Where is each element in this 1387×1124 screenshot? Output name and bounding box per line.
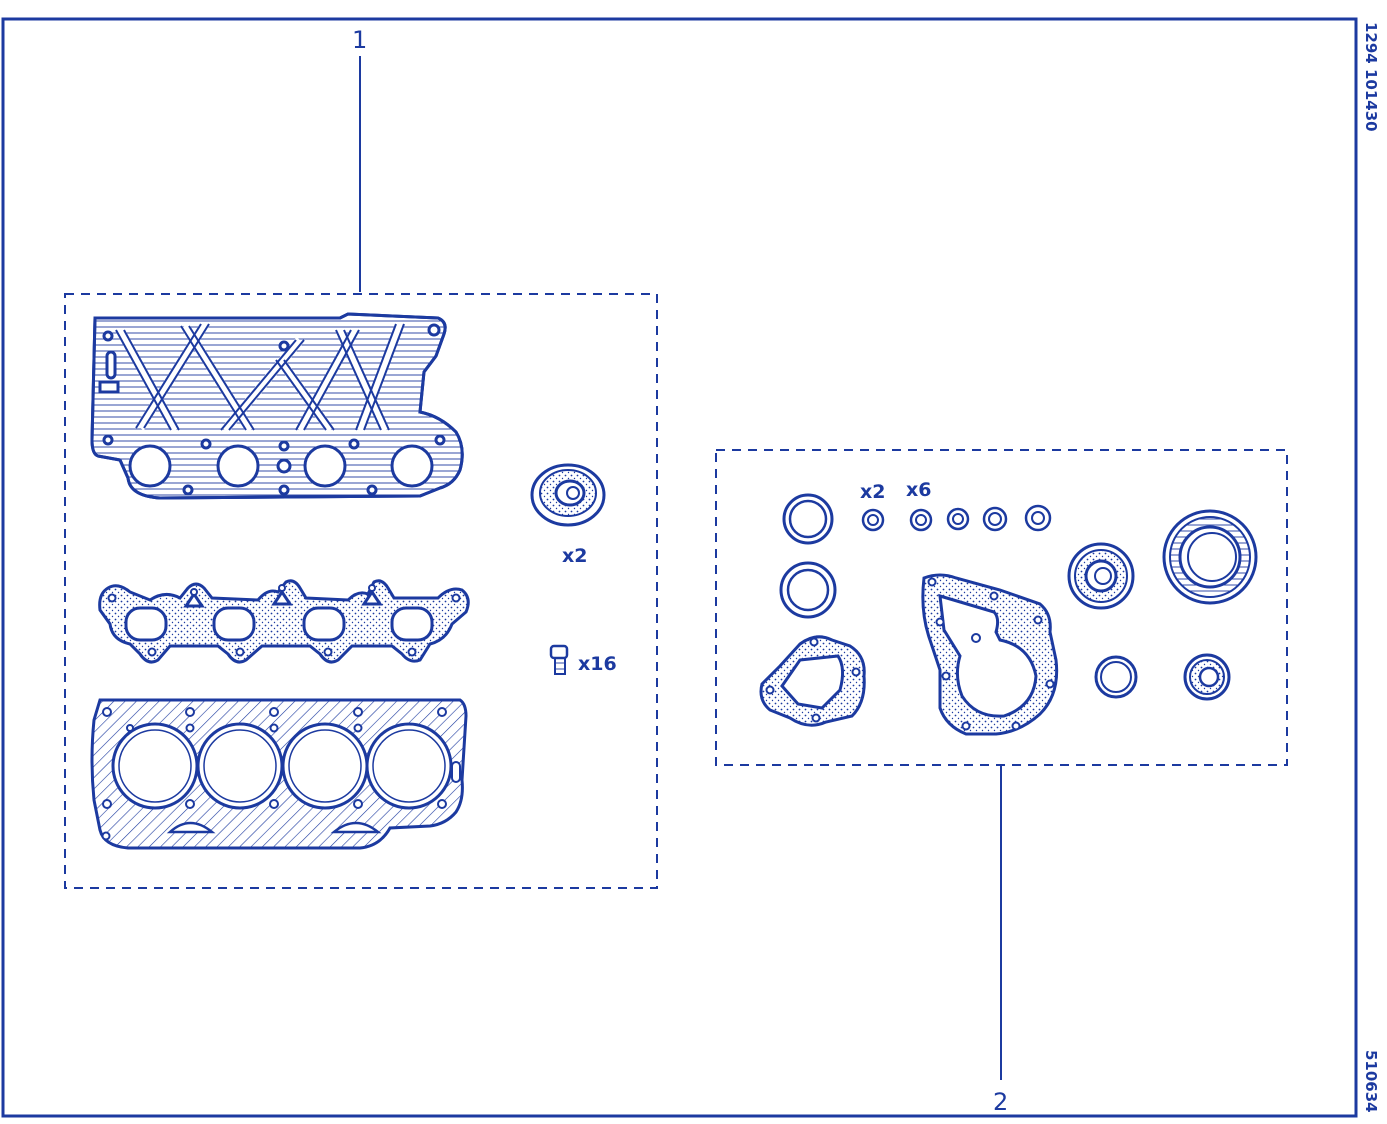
top-reference-number: 1294 101430 [1362,22,1380,132]
valve-stem-seal [530,463,606,527]
bottom-reference-number: 510634 [1362,1050,1380,1113]
o-ring-large-top [782,493,834,545]
kit2-group-box [715,449,1288,766]
water-pump-gasket [921,573,1059,736]
small-ring-quantity-a: x2 [860,481,885,503]
drawing-frame [1,17,1358,1118]
crankshaft-seal-medium [1067,542,1135,610]
o-ring-small-bottom [1094,655,1138,699]
oil-seal-small [1183,653,1231,701]
callout-number-1: 1 [352,26,367,54]
small-ring-quantity-b: x6 [906,479,931,501]
exhaust-manifold-gasket [98,579,470,664]
manifold-cover-gasket [90,312,464,500]
bolt-icon [549,644,569,675]
o-ring-large-middle [779,561,837,619]
kit1-group-box [64,293,658,889]
callout-number-2: 2 [993,1088,1008,1116]
small-sealing-washers [861,504,1052,532]
bolt-quantity: x16 [578,653,617,675]
thermostat-housing-gasket [759,635,866,727]
cylinder-head-gasket [90,698,468,850]
valve-seal-quantity: x2 [562,545,587,567]
crankshaft-seal-large [1162,509,1258,605]
